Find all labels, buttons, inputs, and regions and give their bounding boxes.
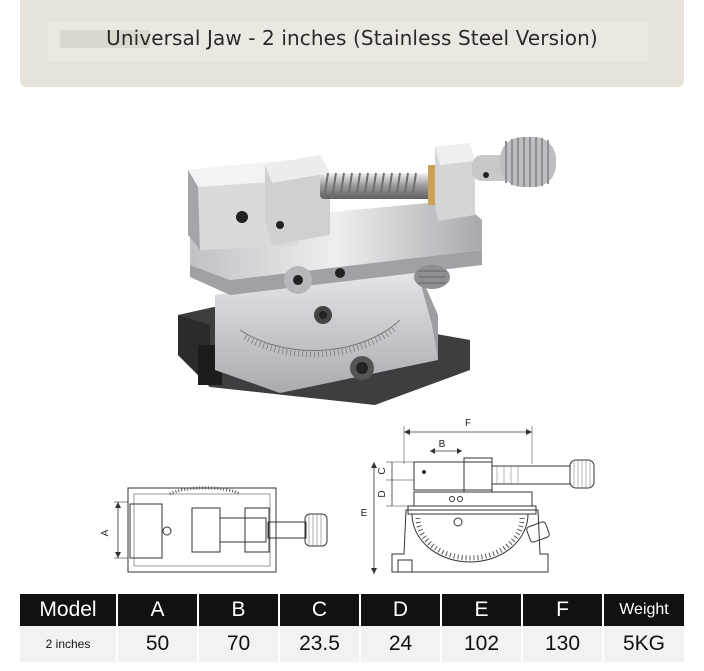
cell-e: 102 [441,626,523,662]
title-banner: Universal Jaw - 2 inches (Stainless Stee… [20,0,684,87]
banner-ghost-block [60,30,150,48]
cell-b: 70 [198,626,280,662]
header-weight: Weight [603,594,684,626]
cell-c: 23.5 [279,626,361,662]
cell-model: 2 inches [20,626,118,662]
top-view-drawing: A [100,486,328,573]
vise-product-photo [178,137,556,405]
cell-a: 50 [117,626,199,662]
dim-label-c: C [377,467,388,474]
header-c: C [279,594,361,626]
product-title: Universal Jaw - 2 inches (Stainless Stee… [106,26,598,50]
dim-label-e: E [361,508,368,519]
header-model: Model [20,594,118,626]
cell-d: 24 [360,626,442,662]
header-b: B [198,594,280,626]
dim-label-d: D [377,490,388,497]
header-d: D [360,594,442,626]
header-f: F [522,594,604,626]
dim-label-a: A [100,529,111,536]
header-a: A [117,594,199,626]
specs-header-row: Model A B C D E F Weight [20,594,684,626]
specs-table: Model A B C D E F Weight 2 inches 50 70 … [20,594,684,662]
side-view-drawing: F B C D E [361,418,595,574]
header-e: E [441,594,523,626]
dim-label-b: B [439,439,446,450]
table-row: 2 inches 50 70 23.5 24 102 130 5KG [20,626,684,662]
cell-weight: 5KG [603,626,684,662]
dim-label-f: F [465,418,471,429]
cell-f: 130 [522,626,604,662]
